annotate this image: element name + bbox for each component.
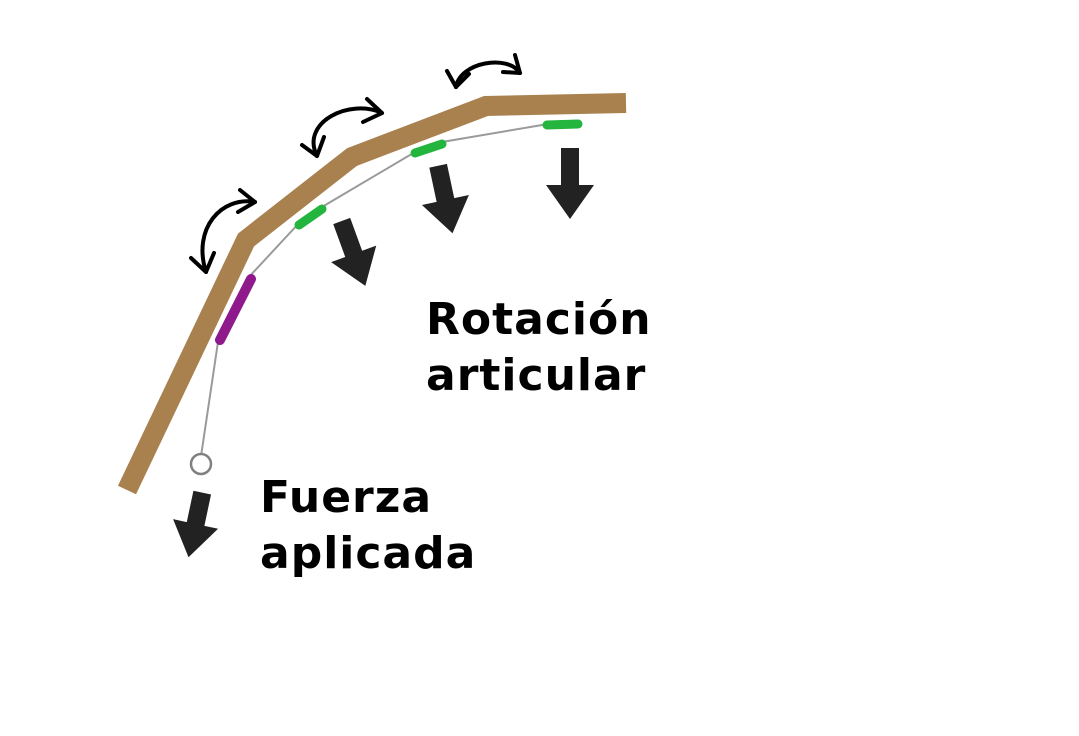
applied-force-label-line-2: aplicada [260,528,477,579]
rotate-arrow-icon-3 [445,53,522,89]
rotate-arrow-icon-1 [189,188,257,274]
cable-guide-2 [410,139,447,158]
active-tendon-segment [215,274,256,345]
cable-guide-1 [294,204,327,230]
joint-rotation-label: Rotación articular [426,292,652,404]
joint-rotation-label-line-1: Rotación [426,294,652,345]
segmented-rod [117,93,627,495]
load-down-arrow-icon-2 [421,163,469,234]
applied-force-label: Fuerza aplicada [260,470,476,582]
force-point-circle-icon [189,452,213,476]
force-down-arrow-icon [173,490,219,558]
applied-force-label-line-1: Fuerza [260,472,433,523]
cable-guide-3 [542,119,583,130]
joint-rotation-label-line-2: articular [426,350,647,401]
load-down-arrow-icon-3 [546,148,594,219]
rotate-arrow-icon-2 [300,97,384,158]
load-down-arrow-icon-1 [331,217,377,286]
